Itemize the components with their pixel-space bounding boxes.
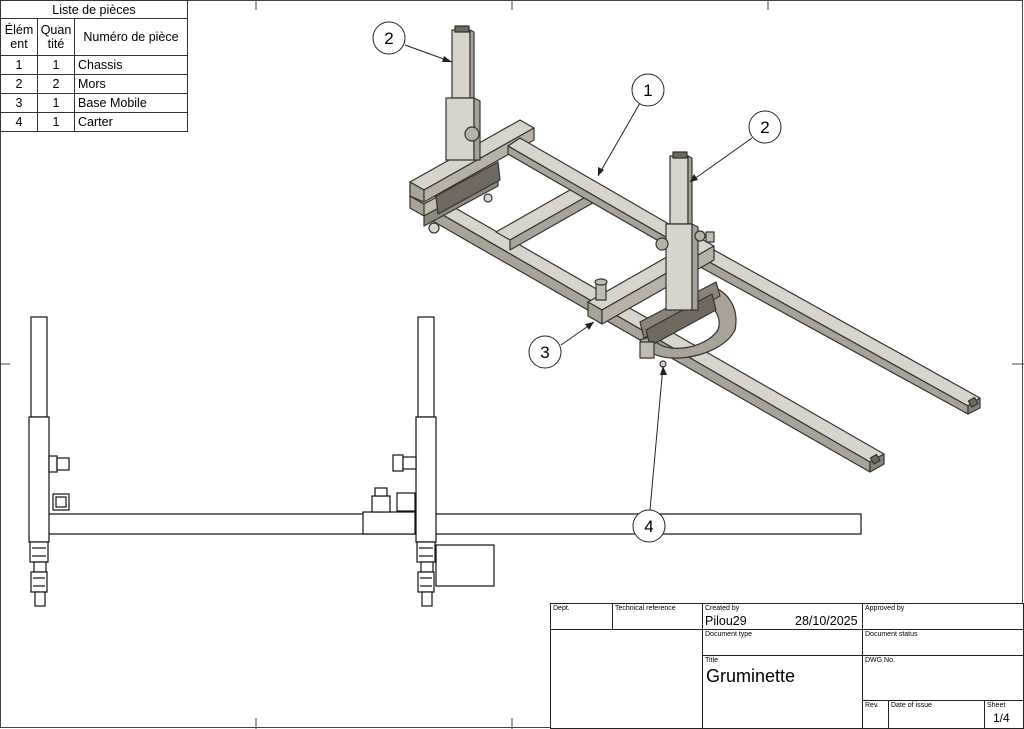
approved-by-label: Approved by: [865, 605, 905, 612]
created-date-value: 28/10/2025: [795, 614, 858, 628]
tb-approved-by: Approved by: [863, 604, 1023, 630]
tb-document-type: Document type: [703, 630, 863, 656]
tb-sheet: Sheet 1/4: [985, 701, 1023, 728]
side-post-left-upper: [30, 316, 48, 418]
created-by-value: Pilou29: [705, 614, 747, 628]
document-type-label: Document type: [705, 631, 753, 638]
header-part-name: Numéro de pièce: [74, 18, 188, 56]
side-beam: [47, 513, 862, 535]
balloon-labels: 2 1 2 3 4: [384, 29, 769, 536]
title-block: Dept. Technical reference Created by Pil…: [550, 603, 1024, 729]
leader-arrows: [442, 56, 698, 375]
sheet-value: 1/4: [993, 711, 1010, 725]
balloon-label: 2: [760, 118, 769, 137]
side-post-right-upper: [417, 316, 435, 418]
sheet-label: Sheet: [987, 702, 1006, 709]
bolts: [594, 231, 715, 301]
balloon-label: 3: [540, 343, 549, 362]
cell-name: Base Mobile: [74, 93, 188, 113]
header-quantity: Quan tité: [37, 18, 75, 56]
tb-dwg-no: DWG No.: [863, 656, 1023, 701]
post-back: [445, 25, 481, 161]
table-row: 2 2 Mors: [0, 74, 188, 94]
tb-date-of-issue: Date of issue: [889, 701, 985, 728]
balloon: [528, 335, 562, 369]
rev-label: Rev.: [865, 702, 879, 709]
tb-document-status: Document status: [863, 630, 1023, 656]
balloon: [631, 73, 665, 107]
table-row: 4 1 Carter: [0, 112, 188, 132]
tb-created-by: Created by Pilou29 28/10/2025: [703, 604, 863, 630]
cell-name: Chassis: [74, 55, 188, 75]
side-base-mobile: [362, 511, 416, 535]
table-row: 3 1 Base Mobile: [0, 93, 188, 113]
tb-dept: Dept.: [551, 604, 613, 630]
side-view: [28, 316, 862, 607]
balloon-group: [372, 21, 782, 543]
parts-list-title: Liste de pièces: [0, 0, 188, 19]
back-clamp: [423, 161, 501, 234]
cell-name: Mors: [74, 74, 188, 94]
tb-title: Title Gruminette: [703, 656, 863, 728]
tb-rev: Rev.: [863, 701, 889, 728]
balloon: [748, 110, 782, 144]
table-row: 1 1 Chassis: [0, 55, 188, 75]
created-by-label: Created by: [705, 605, 740, 612]
side-carter: [435, 544, 495, 587]
date-of-issue-label: Date of issue: [891, 702, 932, 709]
cell-item: 1: [0, 55, 38, 75]
cell-item: 2: [0, 74, 38, 94]
balloon-label: 1: [643, 81, 652, 100]
side-post-right-lower: [415, 416, 437, 543]
cell-name: Carter: [74, 112, 188, 132]
side-post-left-lower: [28, 416, 50, 543]
header-item: Élém ent: [0, 18, 38, 56]
drawing-title: Gruminette: [706, 666, 796, 686]
dept-label: Dept.: [553, 605, 570, 612]
cross-middle: [495, 181, 599, 251]
document-status-label: Document status: [865, 631, 918, 638]
balloon-label: 4: [644, 517, 653, 536]
cell-qty: 1: [37, 112, 75, 132]
isometric-view: [409, 25, 981, 473]
cell-qty: 1: [37, 93, 75, 113]
tb-blank: [551, 630, 703, 728]
balloon: [632, 509, 666, 543]
post-front: [655, 151, 706, 311]
cell-qty: 1: [37, 55, 75, 75]
tech-ref-label: Technical reference: [615, 605, 676, 612]
leader-lines: [404, 44, 753, 511]
cell-item: 4: [0, 112, 38, 132]
balloon-label: 2: [384, 29, 393, 48]
cell-item: 3: [0, 93, 38, 113]
balloon: [372, 21, 406, 55]
parts-list-table: Liste de pièces Élém ent Quan tité Numér…: [0, 0, 188, 132]
cell-qty: 2: [37, 74, 75, 94]
dwg-no-label: DWG No.: [865, 657, 895, 664]
title-label: Title: [705, 657, 718, 664]
tb-tech-ref: Technical reference: [613, 604, 703, 630]
